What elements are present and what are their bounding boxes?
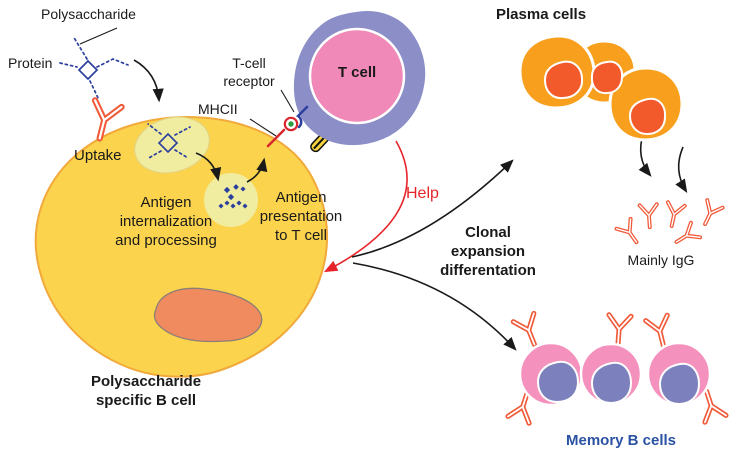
t-cell — [293, 10, 426, 146]
label-mainly-igg: Mainly IgG — [627, 252, 695, 268]
antibody-icon — [661, 200, 687, 230]
memory-b-cells — [508, 313, 726, 423]
label-tcell-receptor: T-cell receptor — [223, 55, 275, 89]
label-plasma-cells: Plasma cells — [496, 6, 587, 23]
peptide-dot — [288, 121, 294, 127]
polysaccharide-chain — [147, 123, 162, 135]
mhcii-pointer-line — [249, 118, 277, 137]
tcr-hook — [296, 105, 309, 129]
label-antigen-internalization: Antigen internalization and processing — [115, 194, 217, 249]
polysaccharide-chain — [146, 150, 162, 160]
t-cell-body — [308, 27, 406, 125]
secreted-igg — [614, 198, 725, 252]
label-uptake: Uptake — [74, 147, 122, 164]
plasma-cells — [518, 34, 684, 142]
plasma-cell-nucleus — [590, 60, 624, 95]
to-memory-arrow — [352, 262, 517, 351]
memory-cell-nucleus — [590, 361, 633, 405]
polysaccharide-chain — [174, 126, 191, 136]
polysaccharide-pointer-line — [79, 27, 118, 45]
antigen-diamond-icon — [77, 59, 99, 81]
to-plasma-arrow — [351, 159, 514, 258]
help-arrow — [323, 140, 408, 273]
uptake-vesicle — [134, 116, 210, 174]
antibody-icon — [695, 198, 725, 230]
polysaccharide-chain — [59, 62, 78, 68]
label-t-cell: T cell — [337, 64, 377, 81]
antibody-icon — [637, 202, 661, 230]
mhc-tcr-synapse — [249, 89, 309, 148]
polysaccharide-chain — [89, 80, 100, 101]
polysaccharide-chain — [174, 149, 189, 159]
plasma-cell-nucleus — [543, 60, 584, 100]
polysaccharide-chain — [72, 35, 88, 60]
free-antigen — [59, 27, 129, 101]
label-mhcii: MHCII — [198, 101, 238, 117]
mhcii-stalk — [266, 128, 286, 148]
flow-arrows — [133, 59, 688, 351]
label-polysaccharide-b-cell: Polysaccharide specific B cell — [90, 373, 202, 409]
antibody-icon — [614, 216, 646, 250]
uptake-arrow — [133, 59, 164, 103]
label-help: Help — [406, 185, 439, 202]
memory-cell-nucleus — [658, 362, 701, 406]
antigen-diamond-icon — [157, 132, 179, 154]
antibody-icon — [607, 315, 631, 345]
antigen-in-vesicle — [146, 123, 191, 160]
label-protein: Protein — [8, 55, 53, 71]
label-antigen-presentation: Antigen presentation to T cell — [259, 189, 343, 244]
secretion-arrow-right — [675, 146, 688, 194]
label-clonal-expansion: Clonal expansion differentation — [440, 224, 536, 279]
antibody-icon — [669, 220, 703, 252]
plasma-cell-nucleus — [628, 97, 667, 136]
antibody-icon — [513, 313, 544, 348]
b-cell-nucleus — [153, 287, 263, 343]
presentation-arrow — [246, 157, 268, 183]
label-memory-b-cells: Memory B cells — [565, 432, 677, 449]
polysaccharide-chain — [96, 58, 129, 68]
memory-cell-nucleus — [536, 360, 580, 404]
b-cell — [34, 115, 329, 378]
label-polysaccharide: Polysaccharide — [41, 6, 136, 22]
internalization-arrow — [195, 152, 222, 182]
tcr-pointer-line — [280, 89, 295, 113]
